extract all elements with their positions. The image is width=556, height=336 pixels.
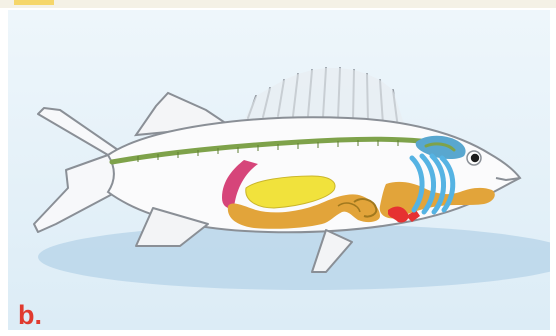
caudal-fin — [34, 108, 120, 232]
top-band — [0, 0, 556, 8]
illustration-panel: b. — [8, 10, 550, 330]
fish-shadow — [38, 224, 550, 290]
top-color-mark — [14, 0, 54, 5]
fish-illustration — [8, 10, 550, 330]
panel-label: b. — [18, 302, 42, 329]
eye-pupil — [471, 154, 479, 162]
